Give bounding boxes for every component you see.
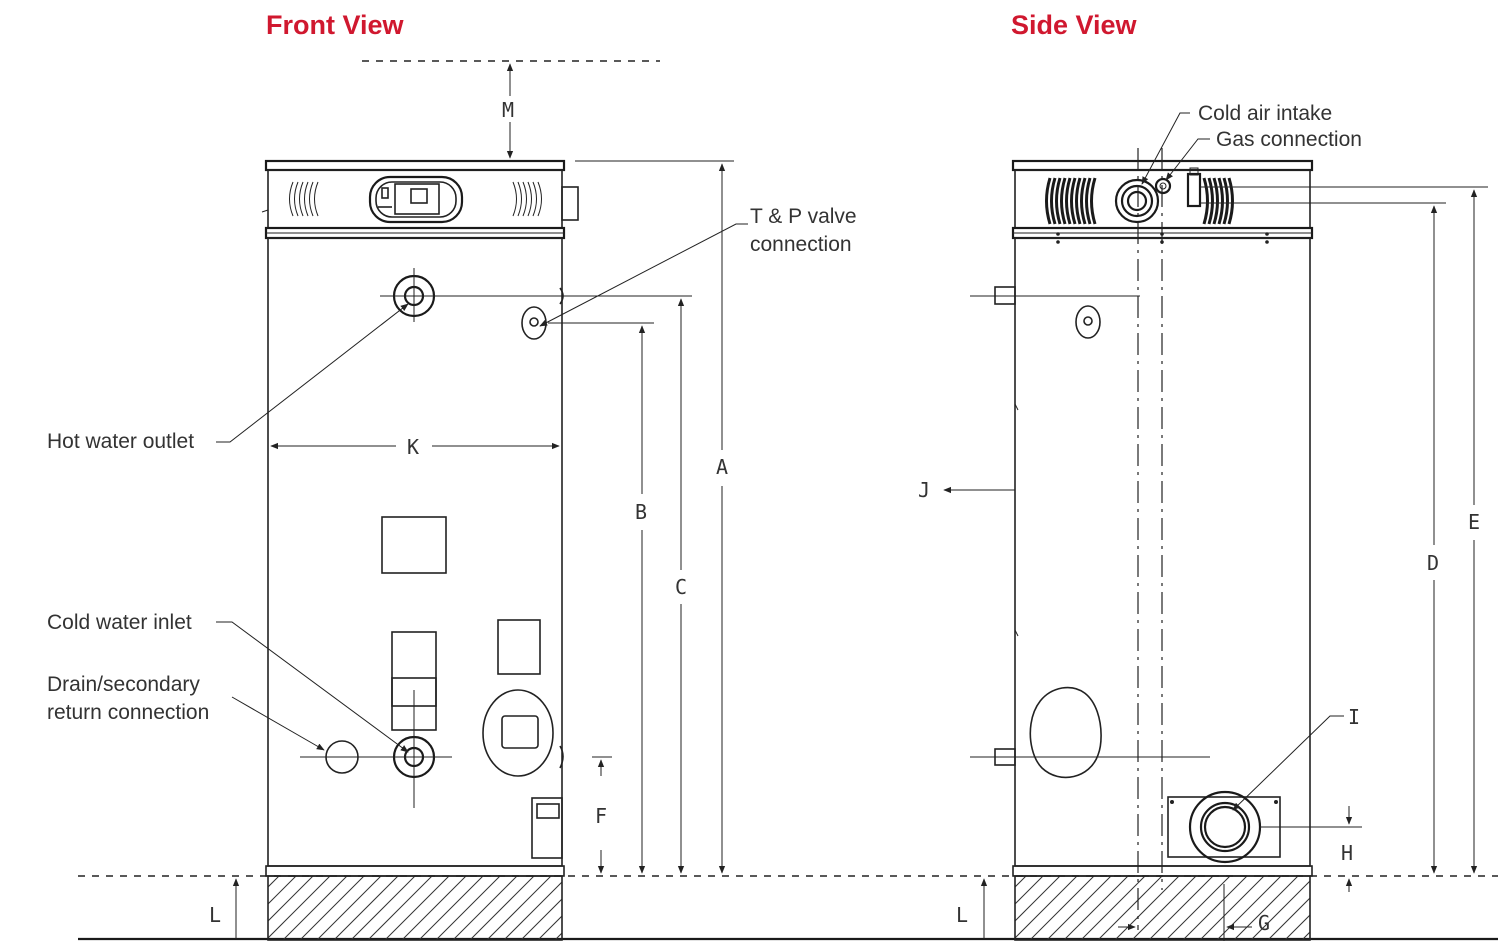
dim-label-E: E [1468, 510, 1480, 534]
dim-label-H: H [1341, 841, 1353, 865]
front-view-callouts: T & P valve connection Hot water outlet … [47, 205, 857, 753]
side-view-unit [970, 148, 1314, 930]
gas-connection-fitting [1154, 177, 1172, 195]
callout-cold-air-intake: Cold air intake [1198, 102, 1332, 125]
dim-label-C: C [675, 575, 687, 599]
hatch-line [268, 876, 280, 888]
hatch-line [333, 876, 399, 940]
hatch-line [1148, 876, 1214, 940]
hatch-line [1080, 876, 1146, 940]
tp-valve-fitting [521, 306, 547, 340]
hatch-line [1063, 876, 1129, 940]
cold-air-intake-fitting [1114, 178, 1160, 224]
hatch-line [945, 876, 1009, 940]
callout-hot-water-outlet: Hot water outlet [47, 430, 194, 453]
hatch-line [520, 898, 562, 940]
dim-label-K: K [407, 435, 419, 459]
dim-label-L-side: L [956, 903, 968, 927]
hatch-line [1182, 876, 1248, 940]
callout-drain-line1: Drain/secondary [47, 673, 200, 696]
hatch-line [268, 876, 314, 922]
hatch-line [1114, 876, 1180, 940]
hatch-line [384, 876, 450, 940]
hatch-line [367, 876, 433, 940]
hatch-line [1097, 876, 1163, 940]
hatch-line [1015, 876, 1061, 922]
hatch-line [1250, 880, 1310, 940]
hatch-line [452, 876, 518, 940]
hatch-line [401, 876, 467, 940]
side-view-callouts: Cold air intake Gas connection [1141, 102, 1362, 185]
hatch-line [1319, 876, 1383, 940]
hatch-line [418, 876, 484, 940]
dim-label-B: B [635, 500, 647, 524]
hatch-line [537, 915, 562, 940]
front-view-dimensions: M A C B F K L [209, 60, 734, 939]
dim-label-G: G [1258, 911, 1270, 935]
front-base [267, 875, 563, 941]
hatch-line [1015, 876, 1078, 939]
callout-tp-valve-line1: T & P valve [750, 205, 857, 228]
hatch-line [1046, 876, 1112, 940]
hatch-line [1165, 876, 1231, 940]
hatch-line [1233, 876, 1299, 940]
dim-label-M: M [502, 98, 514, 122]
hatch-line [198, 876, 262, 940]
hatch-line [268, 876, 297, 905]
callout-cold-water-inlet: Cold water inlet [47, 611, 192, 634]
hatch-line [282, 876, 348, 940]
dim-label-L-front: L [209, 903, 221, 927]
callout-gas-connection: Gas connection [1216, 128, 1362, 151]
dim-label-J: J [918, 478, 930, 502]
hatch-line [1015, 876, 1027, 888]
hatch-line [1216, 876, 1282, 940]
hatch-line [268, 876, 331, 939]
hatch-line [1131, 876, 1197, 940]
callout-tp-valve-line2: connection [750, 233, 852, 256]
hatch-line [486, 876, 552, 940]
dim-label-D: D [1427, 551, 1439, 575]
side-view-title: Side View [1011, 10, 1138, 40]
dim-label-A: A [716, 455, 728, 479]
hatch-line [1267, 897, 1310, 940]
hatch-line [554, 932, 562, 940]
hatch-line [503, 881, 562, 940]
drain-fitting [325, 740, 359, 774]
front-view-unit [261, 159, 692, 877]
hatch-line [435, 876, 501, 940]
hatch-line [350, 876, 416, 940]
hatch-line [299, 876, 365, 940]
front-view-title: Front View [266, 10, 405, 40]
hatch-line [469, 876, 535, 940]
control-panel [368, 175, 464, 224]
hatch-line [1284, 914, 1310, 940]
callout-drain-line2: return connection [47, 701, 209, 724]
hatch-line [1029, 876, 1095, 940]
side-base-hatch [945, 876, 1383, 940]
hatch-line [1199, 876, 1265, 940]
hatch-line [316, 876, 382, 940]
front-base-hatch [198, 876, 562, 940]
hatch-line [1301, 931, 1310, 940]
hatch-line [1015, 876, 1044, 905]
side-view-dimensions: E D H I J G L [918, 186, 1488, 941]
dim-label-F: F [595, 804, 607, 828]
dim-label-I: I [1348, 705, 1360, 729]
